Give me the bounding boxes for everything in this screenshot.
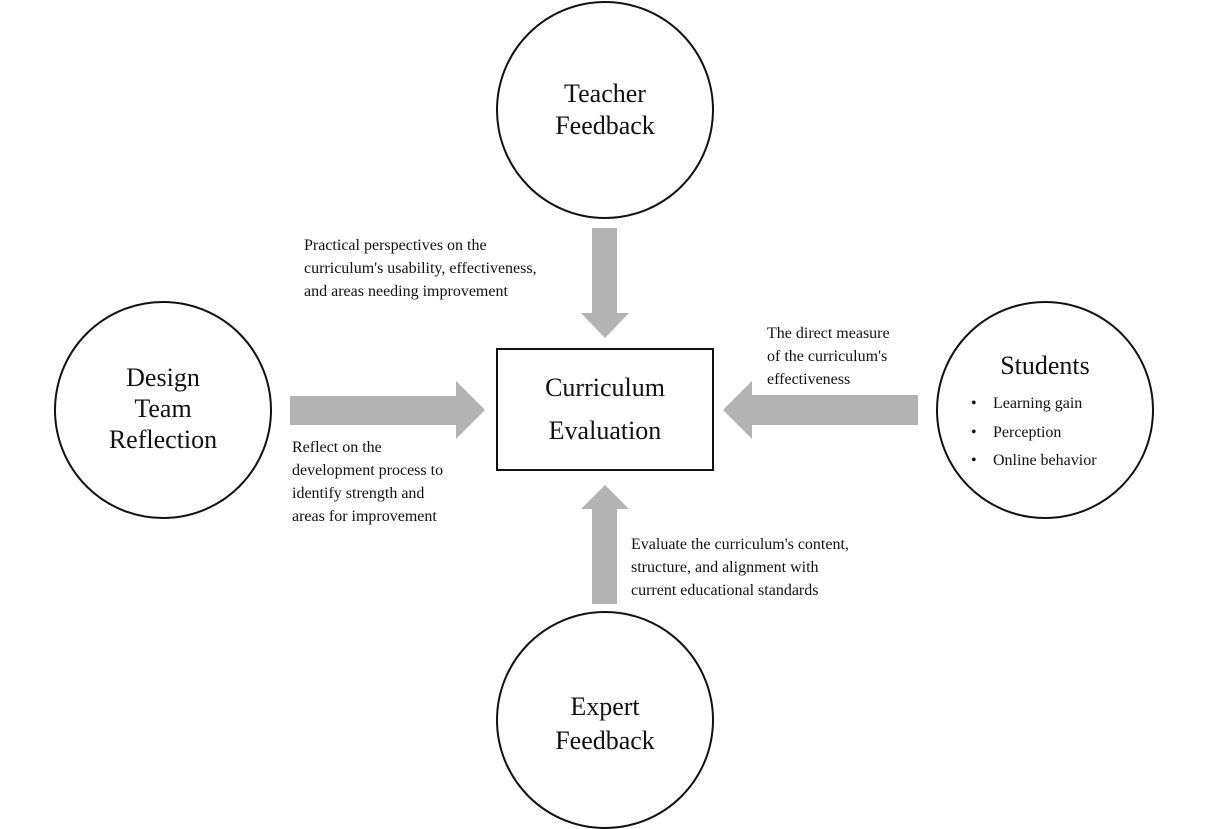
students-item-perception: Perception (993, 423, 1062, 441)
teacher-feedback-label: Teacher Feedback (505, 78, 705, 142)
center-box (496, 348, 714, 471)
design-team-label: Design Team Reflection (63, 362, 263, 455)
list-item: Perception (971, 419, 1097, 448)
arrow-left-from-students (723, 381, 918, 439)
expert-note: Evaluate the curriculum's content, struc… (631, 536, 849, 599)
list-item: Learning gain (971, 390, 1097, 419)
curriculum-evaluation-label: Curriculum Evaluation (497, 366, 713, 452)
students-item-learning-gain: Learning gain (993, 395, 1083, 412)
students-circle (936, 301, 1154, 519)
curriculum-evaluation-text: Curriculum Evaluation (545, 373, 665, 445)
students-item-online-behavior: Online behavior (993, 452, 1097, 469)
list-item: Online behavior (971, 447, 1097, 476)
expert-feedback-label: Expert Feedback (505, 690, 705, 758)
design-team-text: Design Team Reflection (108, 363, 218, 454)
students-note: The direct measure of the curriculum's e… (767, 325, 890, 388)
arrow-up-from-expert (581, 485, 629, 604)
teacher-feedback-circle (496, 1, 714, 219)
students-title-text: Students (1000, 351, 1090, 380)
teacher-note: Practical perspectives on the curriculum… (304, 237, 537, 300)
expert-feedback-circle (496, 611, 714, 829)
arrow-right-from-design-team (290, 381, 485, 439)
design-team-note: Reflect on the development process to id… (292, 439, 444, 525)
expert-feedback-text: Expert Feedback (555, 692, 655, 755)
students-list: Learning gain Perception Online behavior (971, 390, 1097, 476)
design-team-circle (54, 301, 272, 519)
students-title: Students (945, 350, 1145, 382)
arrow-down-from-teacher (581, 228, 629, 338)
teacher-feedback-text: Teacher Feedback (555, 79, 655, 140)
